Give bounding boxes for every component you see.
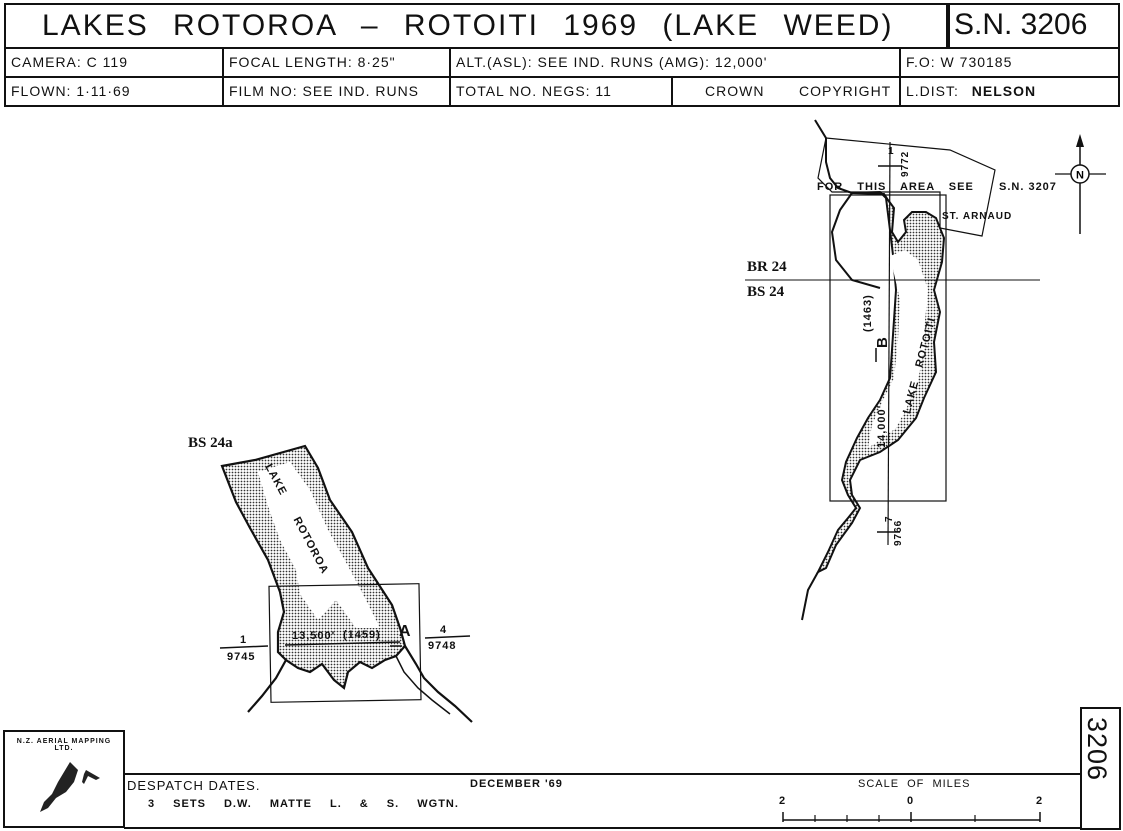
airplane-icon — [82, 770, 100, 784]
run-b-altitude: 14,000' — [876, 404, 888, 448]
header-table: LAKES ROTOROA – ROTOITI 1969 (LAKE WEED)… — [4, 3, 1120, 107]
frame-right-line — [424, 635, 471, 639]
river-rotoroa-west — [247, 659, 287, 713]
north-arrow-head — [1076, 134, 1084, 147]
north-arrow: N — [1055, 134, 1106, 234]
scale-label: SCALE OF MILES — [858, 778, 971, 790]
logo-box — [3, 730, 125, 828]
film-no-cell: FILM NO: SEE IND. RUNS — [224, 76, 451, 107]
crown-label: CROWN — [705, 83, 765, 99]
l-dist-cell: L.DIST: NELSON — [901, 76, 1120, 107]
flight-line-a — [284, 641, 401, 646]
focal-length-cell: FOCAL LENGTH: 8·25" — [224, 47, 451, 76]
run-a-altitude-asl: (1459) — [343, 629, 381, 641]
river-south — [801, 571, 819, 621]
right-frame-number: 4 — [440, 624, 448, 636]
lake-rotoiti-map — [745, 119, 1040, 621]
altitude-cell: ALT.(ASL): SEE IND. RUNS (AMG): 12,000' — [451, 47, 901, 76]
l-dist-label: L.DIST: — [906, 83, 959, 99]
run-b-label: B — [874, 336, 891, 348]
header-row-camera: CAMERA: C 119 FOCAL LENGTH: 8·25" ALT.(A… — [6, 47, 1118, 78]
total-negs-cell: TOTAL NO. NEGS: 11 — [451, 76, 673, 107]
lake-rotoiti-shore — [815, 190, 946, 575]
footer-bar — [124, 773, 1081, 829]
camera-cell: CAMERA: C 119 — [6, 47, 224, 76]
sheet-number-box — [1080, 707, 1121, 830]
left-frame-number: 1 — [240, 634, 248, 646]
header-row-flown: FLOWN: 1·11·69 FILM NO: SEE IND. RUNS TO… — [6, 76, 1118, 107]
map-title: LAKES ROTOROA – ROTOITI 1969 (LAKE WEED) — [6, 5, 948, 47]
despatch-label: DESPATCH DATES. — [127, 778, 261, 793]
sheet-number-vertical: 3206 — [1082, 717, 1112, 782]
scale-right-number: 2 — [1036, 795, 1044, 807]
bottom-frame-film: 9766 — [893, 519, 904, 546]
flown-cell: FLOWN: 1·11·69 — [6, 76, 224, 107]
fo-cell: F.O: W 730185 — [906, 54, 1013, 70]
run-b-altitude-asl: (1463) — [862, 294, 874, 332]
copyright-cell: CROWN COPYRIGHT — [673, 76, 901, 107]
top-frame-film: 9772 — [900, 150, 911, 177]
top-frame-number: 1 — [888, 146, 895, 157]
frame-left-line — [219, 645, 269, 649]
lake-rotoiti-inner-weedfree — [868, 250, 928, 448]
run-a-altitude: 13,500' — [292, 630, 336, 642]
st-arnaud-label: ST. ARNAUD — [942, 211, 1013, 222]
north-symbol: N — [1076, 170, 1084, 182]
copyright-label: COPYRIGHT — [799, 83, 892, 99]
scale-bar — [782, 812, 1041, 822]
river-rotoroa-east — [404, 645, 473, 723]
shore-line-west — [830, 192, 881, 289]
header-title-row: LAKES ROTOROA – ROTOITI 1969 (LAKE WEED)… — [6, 5, 1118, 49]
coverage-box-left — [268, 583, 422, 703]
sets-line: 3 SETS D.W. MATTE L. & S. WGTN. — [148, 798, 459, 810]
right-frame-film: 9748 — [428, 640, 457, 652]
nz-map-icon — [40, 762, 78, 812]
north-arrow-circle — [1070, 164, 1090, 184]
flight-line-b — [887, 141, 891, 546]
l-dist-value: NELSON — [971, 83, 1037, 99]
river-north — [814, 119, 853, 194]
lake-rotoroa-inner-weedfree — [258, 462, 380, 628]
bs24-label: BS 24 — [747, 284, 785, 300]
bs24a-label: BS 24a — [188, 435, 233, 451]
sheet-number-header: S.N. 3206 — [948, 5, 1120, 47]
despatch-date: DECEMBER '69 — [470, 778, 563, 790]
br24-label: BR 24 — [747, 259, 787, 275]
sn-3207-label: S.N. 3207 — [999, 181, 1057, 193]
for-this-area-label: FOR THIS AREA SEE — [817, 181, 974, 193]
scale-mid-number: 0 — [907, 795, 915, 807]
lake-rotoroa-map — [219, 444, 473, 723]
coverage-box-top — [817, 137, 996, 237]
river-rotoroa-east-2 — [395, 655, 451, 715]
run-a-label: A — [399, 623, 412, 640]
left-frame-film: 9745 — [227, 651, 256, 663]
scale-left-number: 2 — [779, 795, 787, 807]
logo-text: N.Z. AERIAL MAPPING LTD. — [16, 738, 112, 752]
